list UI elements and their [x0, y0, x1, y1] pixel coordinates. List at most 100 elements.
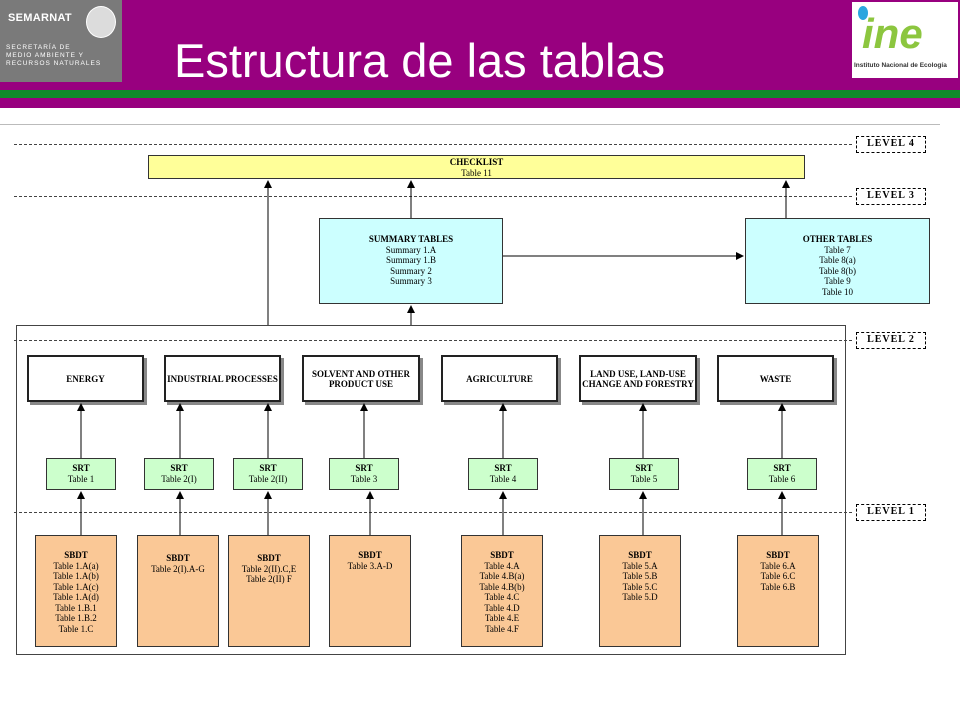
sbdt-box-industrial-2: SBDT Table 2(II).C,E Table 2(II) F: [228, 535, 310, 647]
sbdt-title: SBDT: [490, 550, 514, 560]
sector-waste: WASTE: [717, 355, 834, 402]
page-title: Estructura de las tablas: [174, 34, 666, 87]
sector-solvent: SOLVENT AND OTHER PRODUCT USE: [302, 355, 420, 402]
checklist-line: Table 11: [461, 167, 492, 178]
sbdt-line: Table 1.A(d): [53, 592, 99, 602]
srt-title: SRT: [355, 463, 373, 473]
semarnat-subtitle-line: RECURSOS NATURALES: [6, 60, 102, 67]
purple-stripe: [0, 98, 960, 108]
sbdt-line: Table 4.C: [484, 592, 520, 602]
level-2-separator: [14, 340, 852, 341]
sbdt-title: SBDT: [257, 553, 281, 563]
srt-title: SRT: [494, 463, 512, 473]
checklist-box: CHECKLIST Table 11: [148, 155, 805, 179]
water-drop-icon: [858, 6, 868, 20]
srt-table: Table 1: [67, 473, 95, 484]
divider-line: [0, 124, 940, 125]
srt-table: Table 5: [630, 473, 658, 484]
sbdt-line: Table 1.A(c): [53, 581, 99, 592]
sbdt-line: Table 4.E: [484, 613, 520, 623]
sbdt-line: Table 3.A-D: [347, 560, 393, 571]
sector-industrial-processes: INDUSTRIAL PROCESSES: [164, 355, 281, 402]
summary-line: Summary 1.A: [385, 244, 437, 255]
header-bar: [0, 0, 960, 90]
sbdt-line: Table 5.A: [622, 560, 658, 571]
srt-title: SRT: [72, 463, 90, 473]
srt-box: SRT Table 2(I): [144, 458, 214, 490]
sbdt-line: Table 4.D: [484, 602, 520, 613]
srt-box: SRT Table 1: [46, 458, 116, 490]
other-line: Table 8(a): [819, 255, 856, 265]
sbdt-title: SBDT: [64, 550, 88, 560]
level-2-label: LEVEL 2: [856, 332, 926, 349]
semarnat-subtitle: SECRETARÍA DE MEDIO AMBIENTE Y RECURSOS …: [6, 44, 101, 68]
other-tables-box: OTHER TABLES Table 7 Table 8(a) Table 8(…: [745, 218, 930, 304]
level-3-label: LEVEL 3: [856, 188, 926, 205]
sector-agriculture: AGRICULTURE: [441, 355, 558, 402]
other-title: OTHER TABLES: [802, 234, 873, 244]
level-3-separator: [14, 196, 852, 197]
srt-table: Table 4: [489, 473, 517, 484]
sector-energy: ENERGY: [27, 355, 144, 402]
sbdt-line: Table 1.B.1: [55, 602, 97, 613]
sbdt-line: Table 5.B: [622, 571, 658, 581]
checklist-title: CHECKLIST: [449, 157, 504, 167]
sbdt-line: Table 4.A: [484, 560, 520, 571]
srt-box: SRT Table 4: [468, 458, 538, 490]
semarnat-subtitle-line: SECRETARÍA DE: [6, 44, 71, 51]
sbdt-box-waste: SBDT Table 6.A Table 6.C Table 6.B: [737, 535, 819, 647]
sbdt-line: Table 5.D: [622, 592, 658, 602]
sbdt-title: SBDT: [766, 550, 790, 560]
srt-table: Table 6: [768, 473, 796, 484]
sbdt-line: Table 6.A: [760, 560, 796, 571]
summary-tables-box: SUMMARY TABLES Summary 1.A Summary 1.B S…: [319, 218, 503, 304]
sbdt-line: Table 2(II).C,E: [241, 563, 297, 574]
sbdt-box-land-use: SBDT Table 5.A Table 5.B Table 5.C Table…: [599, 535, 681, 647]
sbdt-line: Table 5.C: [622, 581, 658, 592]
sbdt-line: Table 2(II) F: [246, 574, 292, 584]
semarnat-logo: SEMARNAT SECRETARÍA DE MEDIO AMBIENTE Y …: [0, 0, 122, 82]
summary-line: Summary 3: [390, 276, 432, 286]
ine-mark: ine: [862, 10, 923, 57]
sbdt-box-agriculture: SBDT Table 4.A Table 4.B(a) Table 4.B(b)…: [461, 535, 543, 647]
sbdt-line: Table 1.C: [58, 623, 94, 634]
sbdt-line: Table 4.F: [485, 623, 519, 634]
sbdt-line: Table 1.A(a): [53, 560, 99, 571]
sbdt-box-energy: SBDT Table 1.A(a) Table 1.A(b) Table 1.A…: [35, 535, 117, 647]
sector-frame: [16, 325, 846, 655]
sbdt-box-industrial-1: SBDT Table 2(I).A-G: [137, 535, 219, 647]
srt-box: SRT Table 2(II): [233, 458, 303, 490]
srt-title: SRT: [635, 463, 653, 473]
other-line: Table 9: [824, 276, 851, 286]
summary-title: SUMMARY TABLES: [368, 234, 454, 244]
srt-title: SRT: [170, 463, 188, 473]
srt-title: SRT: [773, 463, 791, 473]
srt-table: Table 2(II): [248, 473, 288, 484]
green-stripe: [0, 90, 960, 98]
level-4-separator: [14, 144, 852, 145]
mexico-seal-icon: [86, 6, 116, 38]
ine-logo: ine Instituto Nacional de Ecología: [852, 2, 958, 78]
sbdt-line: Table 4.B(b): [479, 581, 525, 592]
other-line: Table 10: [821, 286, 854, 297]
sbdt-title: SBDT: [358, 550, 382, 560]
sbdt-line: Table 1.A(b): [53, 571, 99, 581]
summary-line: Summary 2: [390, 265, 432, 276]
srt-box: SRT Table 5: [609, 458, 679, 490]
srt-table: Table 3: [350, 473, 378, 484]
level-4-label: LEVEL 4: [856, 136, 926, 153]
sbdt-line: Table 2(I).A-G: [151, 563, 205, 574]
ine-institute-name: Instituto Nacional de Ecología: [854, 62, 947, 69]
summary-line: Summary 1.B: [385, 255, 436, 265]
srt-title: SRT: [259, 463, 277, 473]
other-line: Table 8(b): [818, 265, 857, 276]
sbdt-line: Table 1.B.2: [55, 613, 97, 623]
semarnat-name: SEMARNAT: [8, 12, 72, 24]
sbdt-title: SBDT: [628, 550, 652, 560]
sbdt-line: Table 6.C: [760, 571, 796, 581]
other-line: Table 7: [824, 244, 851, 255]
srt-box: SRT Table 3: [329, 458, 399, 490]
sbdt-title: SBDT: [166, 553, 190, 563]
level-1-separator: [14, 512, 852, 513]
